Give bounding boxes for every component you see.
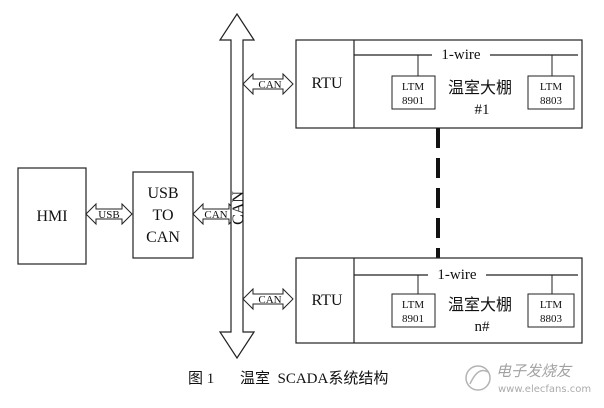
watermark-text: 电子发烧友 xyxy=(496,362,573,380)
usb-arrow-label: USB xyxy=(98,209,119,221)
usb-to-can-line-1: USB xyxy=(147,185,178,202)
one-wire-label-top: 1-wire xyxy=(441,47,480,63)
ltm-8901-box-bottom xyxy=(391,293,436,328)
ltm-8803-line1-bottom: LTM xyxy=(540,299,562,311)
greenhouse-node-bottom: CAN RTU 1-wire LTM 8901 LTM 8803 温室大棚 n# xyxy=(242,257,583,344)
ltm-8803-box-top xyxy=(527,75,575,110)
usb-to-can-box xyxy=(132,171,194,259)
can-arrow-label-middle: CAN xyxy=(204,209,227,221)
ltm-8901-line2-bottom: 8901 xyxy=(402,313,424,325)
rtu-label-bottom: RTU xyxy=(311,292,342,309)
watermark: 电子发烧友 www.elecfans.com xyxy=(465,362,591,395)
can-arrow-label-top: CAN xyxy=(258,79,281,91)
ltm-8901-box-top xyxy=(391,75,436,110)
greenhouse-id-top: #1 xyxy=(475,102,490,118)
ltm-8803-line1-top: LTM xyxy=(540,81,562,93)
ltm-8901-line1-top: LTM xyxy=(402,81,424,93)
can-link-arrow-bottom: CAN xyxy=(242,287,294,311)
ltm-8803-line2-top: 8803 xyxy=(540,95,563,107)
ltm-8803-box-bottom xyxy=(527,293,575,328)
rtu-label-top: RTU xyxy=(311,75,342,92)
figure-caption-text: 温室 SCADA系统结构 xyxy=(240,370,388,387)
ltm-8901-line2-top: 8901 xyxy=(402,95,424,107)
ltm-8901-line1-bottom: LTM xyxy=(402,299,424,311)
ltm-8803-line2-bottom: 8803 xyxy=(540,313,563,325)
figure-caption-number: 图 1 xyxy=(188,370,214,387)
usb-to-can-line-3: CAN xyxy=(146,229,180,246)
greenhouse-name-top: 温室大棚 xyxy=(448,79,512,97)
greenhouse-node-top: CAN RTU 1-wire LTM 8901 LTM 8803 温室大棚 #1 xyxy=(242,39,583,129)
can-arrow-label-bottom: CAN xyxy=(258,294,281,306)
hmi-label: HMI xyxy=(36,208,67,225)
hmi-box xyxy=(17,167,87,265)
can-bus-label: CAN xyxy=(230,191,247,225)
watermark-logo-icon xyxy=(465,365,491,391)
can-link-arrow-top: CAN xyxy=(242,72,294,96)
one-wire-label-bottom: 1-wire xyxy=(437,267,476,283)
usb-link-arrow: USB xyxy=(85,202,133,226)
greenhouse-id-bottom: n# xyxy=(475,319,491,335)
can-bus: CAN xyxy=(218,12,256,360)
greenhouse-name-bottom: 温室大棚 xyxy=(448,296,512,314)
can-link-arrow-middle: CAN xyxy=(192,202,240,226)
watermark-url: www.elecfans.com xyxy=(498,384,591,395)
usb-to-can-line-2: TO xyxy=(152,207,173,224)
